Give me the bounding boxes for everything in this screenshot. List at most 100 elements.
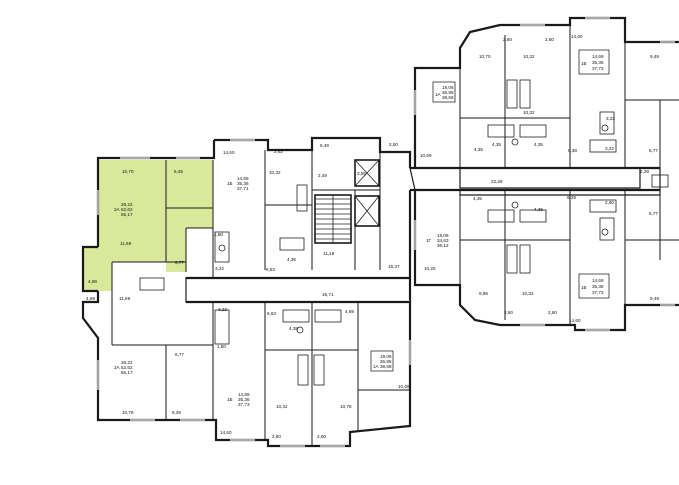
apartment-info[interactable]: 1Б 14,69 35,38 37,73 xyxy=(578,273,610,299)
apartment-info[interactable]: 2А 28,22 52,62 55,17 xyxy=(114,360,133,375)
room-area-label: 14,60 xyxy=(571,34,583,39)
apartment-area: 14,69 xyxy=(238,392,250,397)
room-area-label: 9,49 xyxy=(650,54,659,59)
room-area-label: 10,78 xyxy=(340,404,352,409)
room-area-label: 4,35 xyxy=(492,142,501,147)
room-area-label: 11,18 xyxy=(323,251,335,256)
apartment-area: 55,17 xyxy=(121,370,133,375)
room-area-label: 14,60 xyxy=(220,430,232,435)
room-area-label: 6,77 xyxy=(175,260,184,265)
room-area-label: 10,78 xyxy=(122,410,134,415)
apartment-area: 14,69 xyxy=(592,278,604,283)
apartment-type: 1Б xyxy=(581,285,587,290)
room-area-label: 3,55 xyxy=(357,171,366,176)
apartment-info[interactable]: 1А 19,06 36,85 38,68 xyxy=(370,350,394,372)
apartment-type: 1Г xyxy=(426,238,432,243)
apartment-area: 14,69 xyxy=(592,54,604,59)
room-area-label: 11,69 xyxy=(120,241,132,246)
room-area-label: 2,60 xyxy=(317,434,326,439)
apartment-info[interactable]: 1Б 14,69 35,36 37,71 xyxy=(227,176,249,191)
apartment-info[interactable]: 1Б 14,69 35,36 37,73 xyxy=(227,392,250,407)
room-area-label: 4,35 xyxy=(289,326,298,331)
room-area-label: 6,77 xyxy=(175,352,184,357)
room-area-label: 10,25 xyxy=(424,266,436,271)
room-area-label: 10,32 xyxy=(523,110,535,115)
room-area-label: 2,62 xyxy=(274,149,283,154)
room-area-label: 2,29 xyxy=(640,169,649,174)
apartment-area: 19,06 xyxy=(442,85,454,90)
room-area-label: 10,32 xyxy=(523,54,535,59)
room-area-label: 6,63 xyxy=(267,311,276,316)
apartment-area: 36,85 xyxy=(442,90,454,95)
room-area-label: 3,22 xyxy=(606,116,615,121)
apartment-type: 1А xyxy=(435,92,442,97)
room-area-label: 14,60 xyxy=(223,150,235,155)
room-area-label: 10,70 xyxy=(479,54,491,59)
apartment-area: 14,69 xyxy=(237,176,249,181)
room-area-label: 4,35 xyxy=(473,196,482,201)
room-area-label: 10,32 xyxy=(276,404,288,409)
room-area-label: 2,60 xyxy=(545,37,554,42)
apartment-area: 52,62 xyxy=(121,365,133,370)
apartment-type: 1Б xyxy=(581,61,587,66)
apartment-area: 28,22 xyxy=(121,202,133,207)
room-area-label: 6,45 xyxy=(174,169,183,174)
apartment-area: 36,12 xyxy=(437,243,449,248)
room-area-label: 10,69 xyxy=(398,384,410,389)
apartment-area: 28,22 xyxy=(121,360,133,365)
room-area-label: 6,49 xyxy=(320,143,329,148)
room-area-label: 22,28 xyxy=(491,179,503,184)
apartment-info[interactable]: 1Б 14,69 35,36 37,73 xyxy=(578,49,610,75)
bathroom-fixtures xyxy=(139,79,669,386)
apartment-type: 1Б xyxy=(227,397,233,402)
room-area-label: 10,70 xyxy=(122,169,134,174)
room-area-label: 4,69 xyxy=(345,309,354,314)
room-area-label: 9,49 xyxy=(172,410,181,415)
apartment-area: 37,73 xyxy=(238,402,250,407)
apartment-area: 35,38 xyxy=(592,284,604,289)
room-area-label: 6,77 xyxy=(649,211,658,216)
apartment-area: 38,68 xyxy=(380,364,392,369)
room-area-label: 3,22 xyxy=(605,146,614,151)
room-area-label: 4,69 xyxy=(86,296,95,301)
apartment-type: 1А xyxy=(373,364,380,369)
right-block-walls xyxy=(413,16,679,332)
apartment-area: 35,36 xyxy=(592,60,604,65)
room-area-label: 6,29 xyxy=(567,195,576,200)
room-area-label: 11,69 xyxy=(119,296,131,301)
room-area-label: 2,60 xyxy=(605,200,614,205)
highlighted-apartment[interactable] xyxy=(83,160,213,291)
apartment-type: 1Б xyxy=(227,181,233,186)
room-area-label: 2,60 xyxy=(548,310,557,315)
room-area-label: 2,60 xyxy=(504,310,513,315)
apartment-info[interactable]: 1Г 19,06 34,63 36,12 xyxy=(426,233,449,248)
apartment-area: 52,62 xyxy=(121,207,133,212)
room-area-label: 6,53 xyxy=(266,267,275,272)
room-area-label: 6,77 xyxy=(649,148,658,153)
apartment-area: 35,36 xyxy=(238,397,250,402)
room-area-label: 2,50 xyxy=(389,142,398,147)
apartment-area: 55,17 xyxy=(121,212,133,217)
room-area-label: 2,60 xyxy=(272,434,281,439)
room-area-label: 1,80 xyxy=(217,344,226,349)
room-area-label: 3,22 xyxy=(215,266,224,271)
staircase xyxy=(314,194,352,244)
room-area-label: 6,38 xyxy=(568,148,577,153)
room-area-label: 2,60 xyxy=(503,37,512,42)
apartment-info[interactable]: 1А 19,06 36,85 38,66 xyxy=(432,81,456,103)
room-area-label: 4,35 xyxy=(534,207,543,212)
apartment-info[interactable]: 2А 28,22 52,62 55,17 xyxy=(114,202,133,217)
room-area-label: 3,22 xyxy=(218,307,227,312)
windows xyxy=(97,17,675,447)
room-area-label: 1,80 xyxy=(214,232,223,237)
room-area-label: 4,35 xyxy=(287,257,296,262)
apartment-area: 37,71 xyxy=(237,186,249,191)
room-area-label: 9,49 xyxy=(650,296,659,301)
apartment-type: 2А xyxy=(114,365,121,370)
apartment-area: 37,73 xyxy=(592,66,604,71)
apartment-area: 37,73 xyxy=(592,290,604,295)
room-area-label: 10,32 xyxy=(269,170,281,175)
room-area-label: 16,37 xyxy=(388,264,400,269)
apartment-area: 19,06 xyxy=(437,233,449,238)
